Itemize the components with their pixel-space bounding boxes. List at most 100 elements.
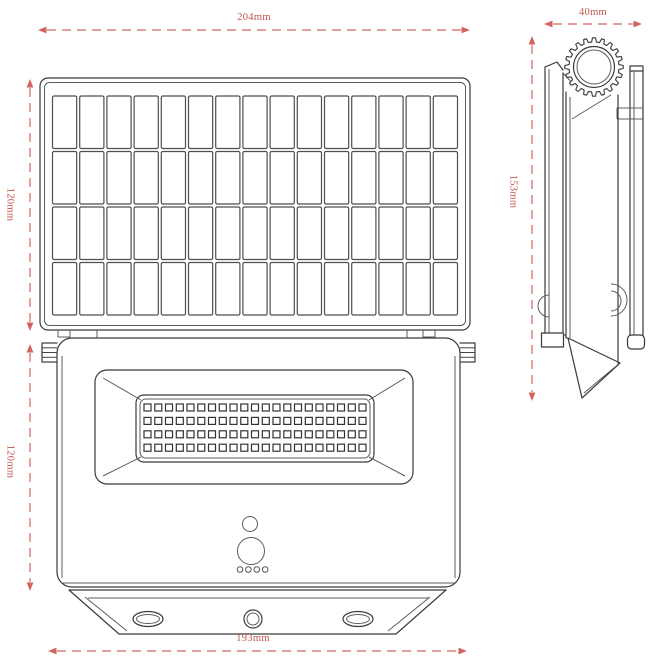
- hinge-hook-left: [57, 330, 71, 338]
- led-square: [315, 443, 324, 452]
- arrowhead: [26, 582, 34, 591]
- indicator-dot: [245, 566, 252, 573]
- bracket-outline: [68, 589, 447, 635]
- led-square: [229, 443, 238, 452]
- led-square: [283, 430, 292, 439]
- side-right-plate-foot: [626, 334, 646, 350]
- solar-cell-grid: [51, 95, 459, 316]
- solar-cell: [323, 261, 350, 316]
- light-sensor: [242, 516, 258, 532]
- led-square: [240, 416, 249, 425]
- solar-cell: [160, 206, 187, 261]
- solar-cell: [378, 95, 404, 150]
- led-square: [197, 430, 206, 439]
- led-square: [164, 430, 174, 439]
- solar-cell: [187, 150, 214, 205]
- dim-label-base-width: 193mm: [236, 633, 270, 644]
- solar-cell: [79, 261, 105, 316]
- solar-cell: [269, 150, 295, 205]
- led-square: [218, 443, 227, 452]
- solar-cell: [160, 261, 187, 316]
- solar-cell: [242, 206, 268, 261]
- solar-cell: [51, 150, 78, 205]
- bracket-slot-left-inner: [136, 614, 160, 624]
- floodlight-body: [56, 337, 461, 588]
- led-square: [154, 403, 163, 412]
- solar-cell: [160, 150, 187, 205]
- led-square: [272, 430, 281, 439]
- led-square: [272, 403, 281, 412]
- solar-cell: [242, 95, 268, 150]
- side-left-plate-foot: [540, 332, 565, 348]
- side-left-plate: [544, 61, 564, 334]
- solar-cell: [405, 261, 431, 316]
- led-square: [250, 443, 260, 452]
- led-square: [143, 443, 152, 452]
- solar-panel-frame-inner: [44, 82, 466, 326]
- led-square: [336, 430, 346, 439]
- solar-cell: [296, 206, 323, 261]
- led-square: [240, 403, 249, 412]
- solar-cell: [269, 206, 295, 261]
- solar-cell: [106, 261, 132, 316]
- solar-cell: [51, 95, 78, 150]
- dim-label-body-height: 120mm: [4, 444, 16, 479]
- led-square: [250, 403, 260, 412]
- solar-cell: [215, 261, 241, 316]
- arrowhead: [458, 647, 467, 655]
- side-right-plate: [629, 65, 644, 336]
- led-square: [358, 416, 367, 425]
- led-square: [143, 430, 152, 439]
- indicator-dot: [236, 566, 244, 573]
- dim-label-side-width: 40mm: [578, 7, 608, 18]
- led-square: [347, 416, 356, 425]
- led-square: [250, 430, 260, 439]
- hinge-hook-right: [422, 330, 436, 338]
- pir-motion-sensor: [237, 537, 265, 565]
- solar-cell: [187, 261, 214, 316]
- led-square: [326, 416, 335, 425]
- solar-cell: [432, 150, 459, 205]
- side-housing-detail: [562, 72, 612, 338]
- solar-cell: [432, 261, 459, 316]
- led-square: [283, 403, 292, 412]
- led-square: [186, 416, 195, 425]
- led-square: [175, 416, 184, 425]
- solar-panel-front-view: [39, 77, 471, 338]
- solar-panel-frame-outer: [39, 77, 471, 331]
- arrowhead: [26, 344, 34, 353]
- led-square: [229, 416, 238, 425]
- solar-cell: [79, 206, 105, 261]
- arrowhead: [26, 322, 34, 331]
- led-square: [283, 416, 292, 425]
- led-square: [229, 430, 238, 439]
- solar-cell: [351, 95, 377, 150]
- led-square: [261, 443, 270, 452]
- led-square: [272, 416, 281, 425]
- hinge-ticks: [96, 330, 408, 338]
- led-square: [347, 403, 356, 412]
- side-right-plate-band: [616, 107, 643, 120]
- led-square: [326, 443, 335, 452]
- led-square: [304, 443, 313, 452]
- led-square: [261, 403, 270, 412]
- led-square: [240, 443, 249, 452]
- led-square: [261, 430, 270, 439]
- arrowhead: [38, 26, 47, 34]
- dim-label-panel-width: 204mm: [237, 12, 271, 23]
- solar-cell: [378, 206, 404, 261]
- led-square: [175, 443, 184, 452]
- solar-cell: [215, 150, 241, 205]
- solar-cell: [242, 150, 268, 205]
- led-square: [347, 430, 356, 439]
- led-square: [272, 443, 281, 452]
- led-square: [154, 416, 163, 425]
- solar-cell: [296, 150, 323, 205]
- bracket-hole-center-inner: [246, 612, 260, 626]
- led-square: [197, 416, 206, 425]
- body-inner-edges: [61, 356, 456, 584]
- led-square: [154, 443, 163, 452]
- led-square: [358, 443, 367, 452]
